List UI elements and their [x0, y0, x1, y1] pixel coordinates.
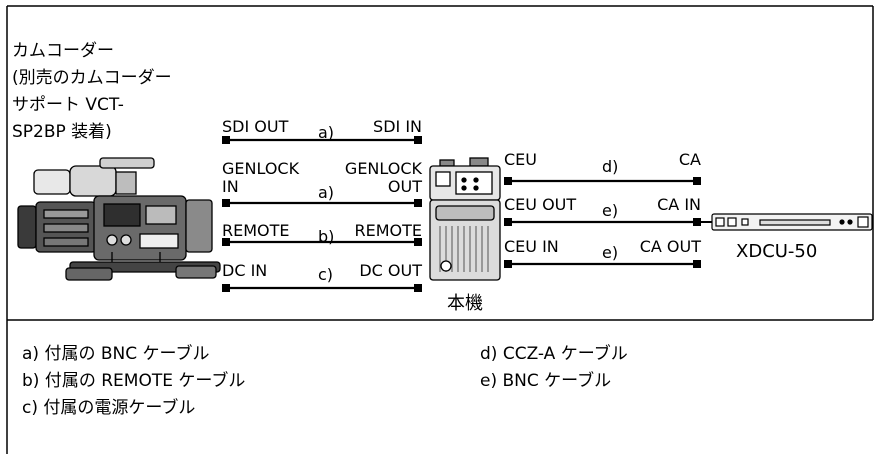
left-cable-end-right — [414, 238, 422, 246]
left-cable-tag: b) — [318, 227, 335, 246]
camcorder-line: サポート VCT- — [12, 95, 124, 115]
left-cable-tag: c) — [318, 265, 334, 284]
left-cables — [222, 136, 422, 292]
left-cable-right-label: REMOTE — [354, 221, 422, 240]
left-cable-end-left — [222, 136, 230, 144]
right-cable-end-right — [693, 260, 701, 268]
right-cable-tag: e) — [602, 243, 619, 262]
right-cable-left-label: CEU — [504, 150, 537, 169]
left-cable-end-right — [414, 136, 422, 144]
note-d: d) CCZ-A ケーブル — [480, 344, 628, 364]
right-cable-left-label: CEU OUT — [504, 195, 577, 214]
xdcu-device-illustration — [711, 213, 873, 231]
right-cable-right-label: CA OUT — [639, 237, 701, 256]
left-cable-right-label: GENLOCK OUT — [344, 159, 422, 196]
left-cable-left-label: REMOTE — [222, 221, 290, 240]
left-cable-end-right — [414, 284, 422, 292]
left-cable-end-left — [222, 238, 230, 246]
right-cable-tag: e) — [602, 201, 619, 220]
note-c: c) 付属の電源ケーブル — [22, 398, 196, 418]
left-cable-left-label: GENLOCK IN — [222, 159, 300, 196]
left-cable-left-label: SDI OUT — [222, 117, 289, 136]
right-cable-end-left — [504, 177, 512, 185]
camcorder-line: SP2BP 装着) — [12, 122, 112, 142]
camcorder-label: カムコーダー (別売のカムコーダー サポート VCT- SP2BP 装着) — [12, 38, 172, 146]
device-label: XDCU-50 — [736, 241, 818, 262]
right-cable-end-left — [504, 218, 512, 226]
main-unit-illustration — [429, 157, 501, 281]
left-cable-tag: a) — [318, 183, 335, 202]
camcorder-line: カムコーダー — [12, 41, 114, 61]
left-cable-right-label: SDI IN — [373, 117, 422, 136]
right-cable-tag: d) — [602, 157, 619, 176]
left-cable-end-left — [222, 199, 230, 207]
left-cable-left-label: DC IN — [222, 261, 268, 280]
camcorder-illustration — [17, 157, 221, 281]
left-cable-end-right — [414, 199, 422, 207]
camcorder-line: (別売のカムコーダー — [12, 68, 172, 88]
right-cable-right-label: CA — [678, 150, 701, 169]
note-b: b) 付属の REMOTE ケーブル — [22, 371, 246, 391]
note-a: a) 付属の BNC ケーブル — [22, 344, 210, 364]
note-e: e) BNC ケーブル — [480, 371, 612, 391]
unit-label: 本機 — [447, 293, 483, 314]
right-cable-end-left — [504, 260, 512, 268]
right-cable-right-label: CA IN — [657, 195, 701, 214]
left-cable-end-left — [222, 284, 230, 292]
left-cable-right-label: DC OUT — [359, 261, 422, 280]
right-cable-left-label: CEU IN — [504, 237, 559, 256]
right-cable-end-right — [693, 177, 701, 185]
left-cable-tag: a) — [318, 123, 335, 142]
